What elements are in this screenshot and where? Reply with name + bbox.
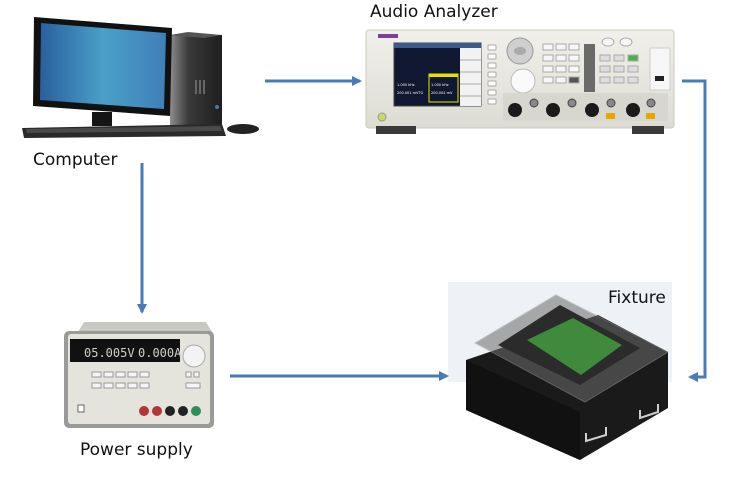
fixture-label: Fixture (608, 288, 666, 308)
ps-current-readout: 0.000A (138, 346, 182, 360)
brand-logo (378, 34, 398, 38)
ps-voltage-readout: 05.005V (84, 346, 135, 360)
keyboard-icon (22, 124, 226, 138)
xlr-connectors (503, 93, 668, 121)
screen-right-level: 200.004 mV (431, 91, 453, 95)
power-supply-node: 05.005V 0.000A (64, 322, 214, 428)
mouse-icon (227, 124, 259, 134)
keypad (542, 37, 639, 92)
pcb-board (527, 318, 622, 375)
arrow-analyzer-to-fixture (682, 79, 707, 382)
pc-tower-icon (170, 32, 222, 128)
softkeys (487, 44, 497, 105)
audio-analyzer-node: 1.000 kHz 200.001 mVTG 1.000 kHz 200.004… (365, 29, 675, 134)
usb-port-panel (649, 47, 671, 91)
power-supply-label: Power supply (80, 440, 193, 460)
audio-analyzer-label: Audio Analyzer (370, 2, 498, 22)
analyzer-screen: 1.000 kHz 200.001 mVTG 1.000 kHz 200.004… (393, 42, 482, 107)
monitor-icon (33, 17, 172, 126)
connection-arrows (137, 76, 707, 382)
ps-knob (182, 344, 206, 368)
screen-right-freq: 1.000 kHz (431, 83, 449, 87)
rotary-knob (510, 68, 536, 94)
ps-terminals (139, 406, 201, 416)
fixture-node (448, 282, 672, 460)
computer-label: Computer (33, 150, 118, 170)
ps-power-switch (77, 404, 85, 413)
ps-display (70, 339, 180, 362)
screen-left-freq: 1.000 kHz (397, 83, 415, 87)
power-button (377, 112, 387, 122)
computer-node (22, 17, 259, 138)
ps-buttons (91, 371, 201, 389)
screen-left-level: 200.001 mVTG (397, 91, 424, 95)
